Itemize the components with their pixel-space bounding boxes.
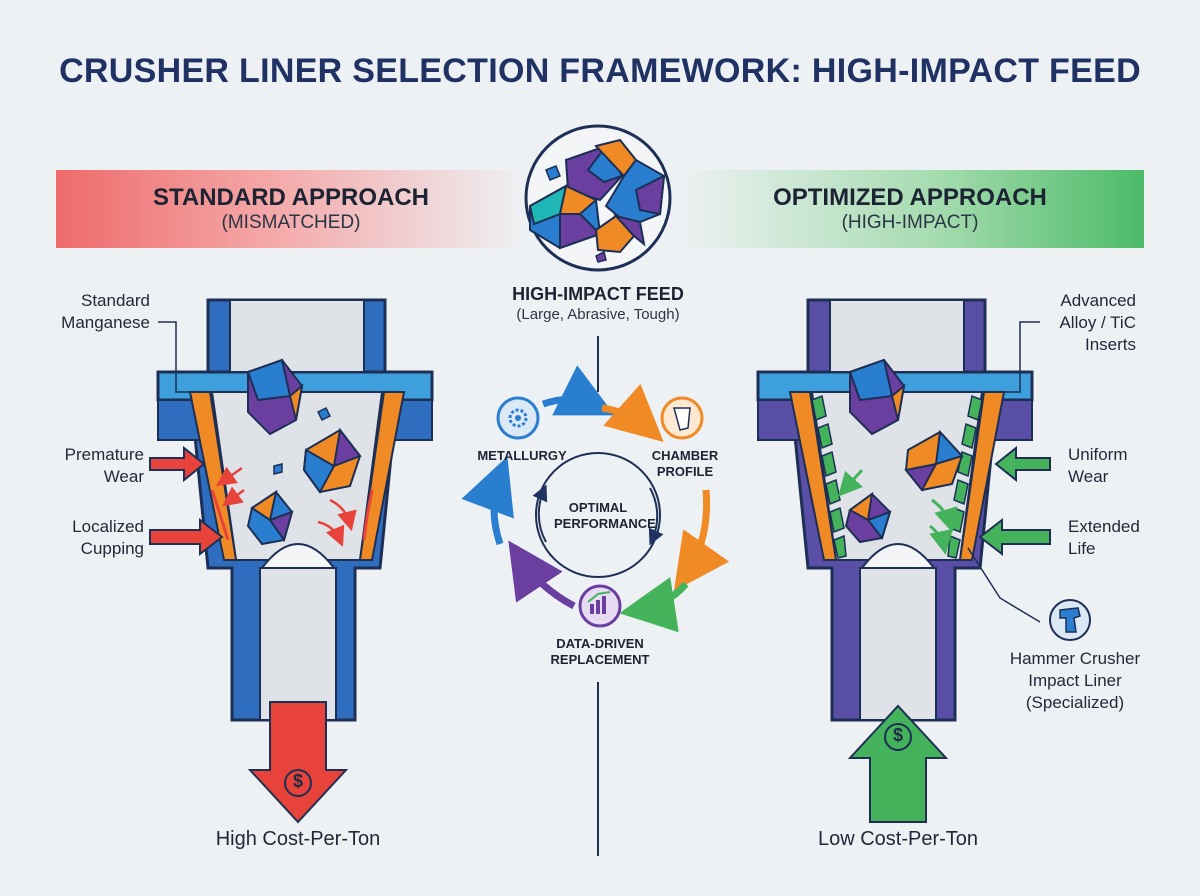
low-cost-label: Low Cost-Per-Ton: [817, 828, 979, 850]
standard-manganese-leader: [158, 321, 190, 393]
localized-cupping-arrow: [149, 517, 224, 557]
standard-approach-heading: STANDARD APPROACH: [153, 184, 429, 211]
premature-wear-label: Premature Wear: [64, 445, 144, 486]
advanced-alloy-label: Advanced Alloy / TiC Inserts: [1059, 291, 1136, 354]
cycle-step-chamber-profile: CHAMBER PROFILE: [651, 448, 719, 479]
chamber-profile-icon: [660, 396, 704, 440]
cycle-center-label: OPTIMAL PERFORMANCE: [554, 500, 656, 531]
hammer-crusher-liner-label: Hammer Crusher Impact Liner (Specialized…: [1009, 649, 1141, 712]
rock-pile-icon: [528, 138, 666, 263]
localized-cupping-label: Localized Cupping: [72, 517, 144, 558]
standard-manganese-label: Standard Manganese: [61, 291, 150, 332]
bar-chart-icon: [578, 584, 622, 628]
feed-subtitle: (Large, Abrasive, Tough): [516, 306, 680, 323]
high-cost-label: High Cost-Per-Ton: [215, 828, 381, 850]
optimization-cycle: [461, 365, 730, 633]
page-title: CRUSHER LINER SELECTION FRAMEWORK: HIGH-…: [59, 52, 1141, 90]
uniform-wear-label: Uniform Wear: [1068, 445, 1128, 486]
optimized-approach-subheading: (HIGH-IMPACT): [841, 212, 979, 233]
premature-wear-arrow: [149, 445, 206, 483]
gear-icon: [496, 396, 540, 440]
dollar-icon: [284, 769, 312, 797]
dollar-icon: [884, 723, 912, 751]
optimized-approach-heading: OPTIMIZED APPROACH: [773, 184, 1047, 211]
cycle-step-data-driven-replacement: DATA-DRIVEN REPLACEMENT: [550, 636, 650, 667]
high-cost-arrow: [247, 701, 349, 824]
feed-title: HIGH-IMPACT FEED: [512, 284, 684, 304]
advanced-alloy-leader: [1004, 321, 1040, 393]
low-cost-arrow: [847, 704, 949, 823]
high-cost-dollar: $: [292, 771, 303, 791]
standard-approach-banner: STANDARD APPROACH (MISMATCHED): [56, 170, 526, 248]
low-cost-dollar: $: [892, 725, 903, 745]
extended-life-label: Extended Life: [1068, 517, 1140, 558]
impact-liner-icon: [1049, 599, 1091, 641]
extended-life-arrow: [978, 517, 1051, 557]
hammer-liner-leader: [967, 547, 1041, 623]
standard-approach-subheading: (MISMATCHED): [221, 212, 361, 233]
standard-crusher: [156, 298, 434, 722]
cycle-step-metallurgy: METALLURGY: [477, 448, 567, 463]
optimized-approach-banner: OPTIMIZED APPROACH (HIGH-IMPACT): [676, 170, 1144, 248]
optimized-crusher: [756, 298, 1034, 722]
uniform-wear-arrow: [994, 445, 1051, 483]
